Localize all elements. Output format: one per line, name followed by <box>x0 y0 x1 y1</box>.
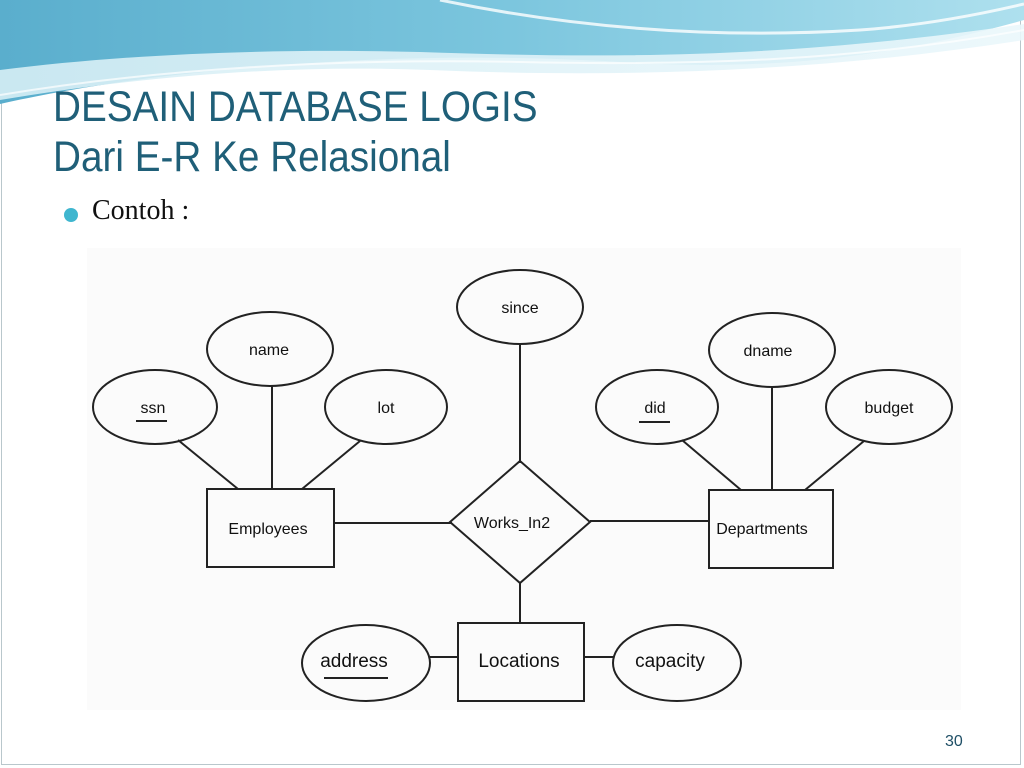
attribute-ssn <box>92 369 218 445</box>
label-departments: Departments <box>716 521 808 538</box>
attribute-name <box>206 311 334 387</box>
label-did: did <box>644 400 665 417</box>
attribute-capacity <box>612 624 742 702</box>
label-lot: lot <box>378 400 395 417</box>
label-since: since <box>501 300 538 317</box>
diagram-area <box>87 248 961 710</box>
page-number: 30 <box>945 733 963 750</box>
attribute-address <box>301 624 431 702</box>
bullet-text: Contoh : <box>92 195 190 226</box>
label-name: name <box>249 342 289 359</box>
attribute-lot <box>324 369 448 445</box>
header-wave-decoration <box>0 0 1024 104</box>
label-locations: Locations <box>478 651 559 672</box>
bullet-dot-icon <box>64 208 78 222</box>
relationship-works-in2 <box>448 459 592 585</box>
link-did-departments <box>681 439 742 491</box>
label-employees: Employees <box>228 521 307 538</box>
title-line-2: Dari E-R Ke Relasional <box>53 133 451 181</box>
entity-locations <box>457 622 585 702</box>
label-ssn: ssn <box>141 400 166 417</box>
link-lot-employees <box>301 440 361 490</box>
label-capacity: capacity <box>635 651 705 672</box>
link-budget-departments <box>804 440 865 491</box>
title-line-1: DESAIN DATABASE LOGIS <box>53 83 538 131</box>
label-budget: budget <box>865 400 914 417</box>
slide-title: DESAIN DATABASE LOGIS Dari E-R Ke Relasi… <box>53 82 538 182</box>
attribute-dname <box>708 312 836 388</box>
attribute-did <box>595 369 719 445</box>
entity-employees <box>206 488 335 568</box>
link-ssn-employees <box>177 439 239 490</box>
label-works-in2: Works_In2 <box>474 515 550 532</box>
entity-departments <box>708 489 834 569</box>
label-address: address <box>320 651 388 672</box>
attribute-since <box>456 269 584 345</box>
attribute-budget <box>825 369 953 445</box>
label-dname: dname <box>744 343 793 360</box>
